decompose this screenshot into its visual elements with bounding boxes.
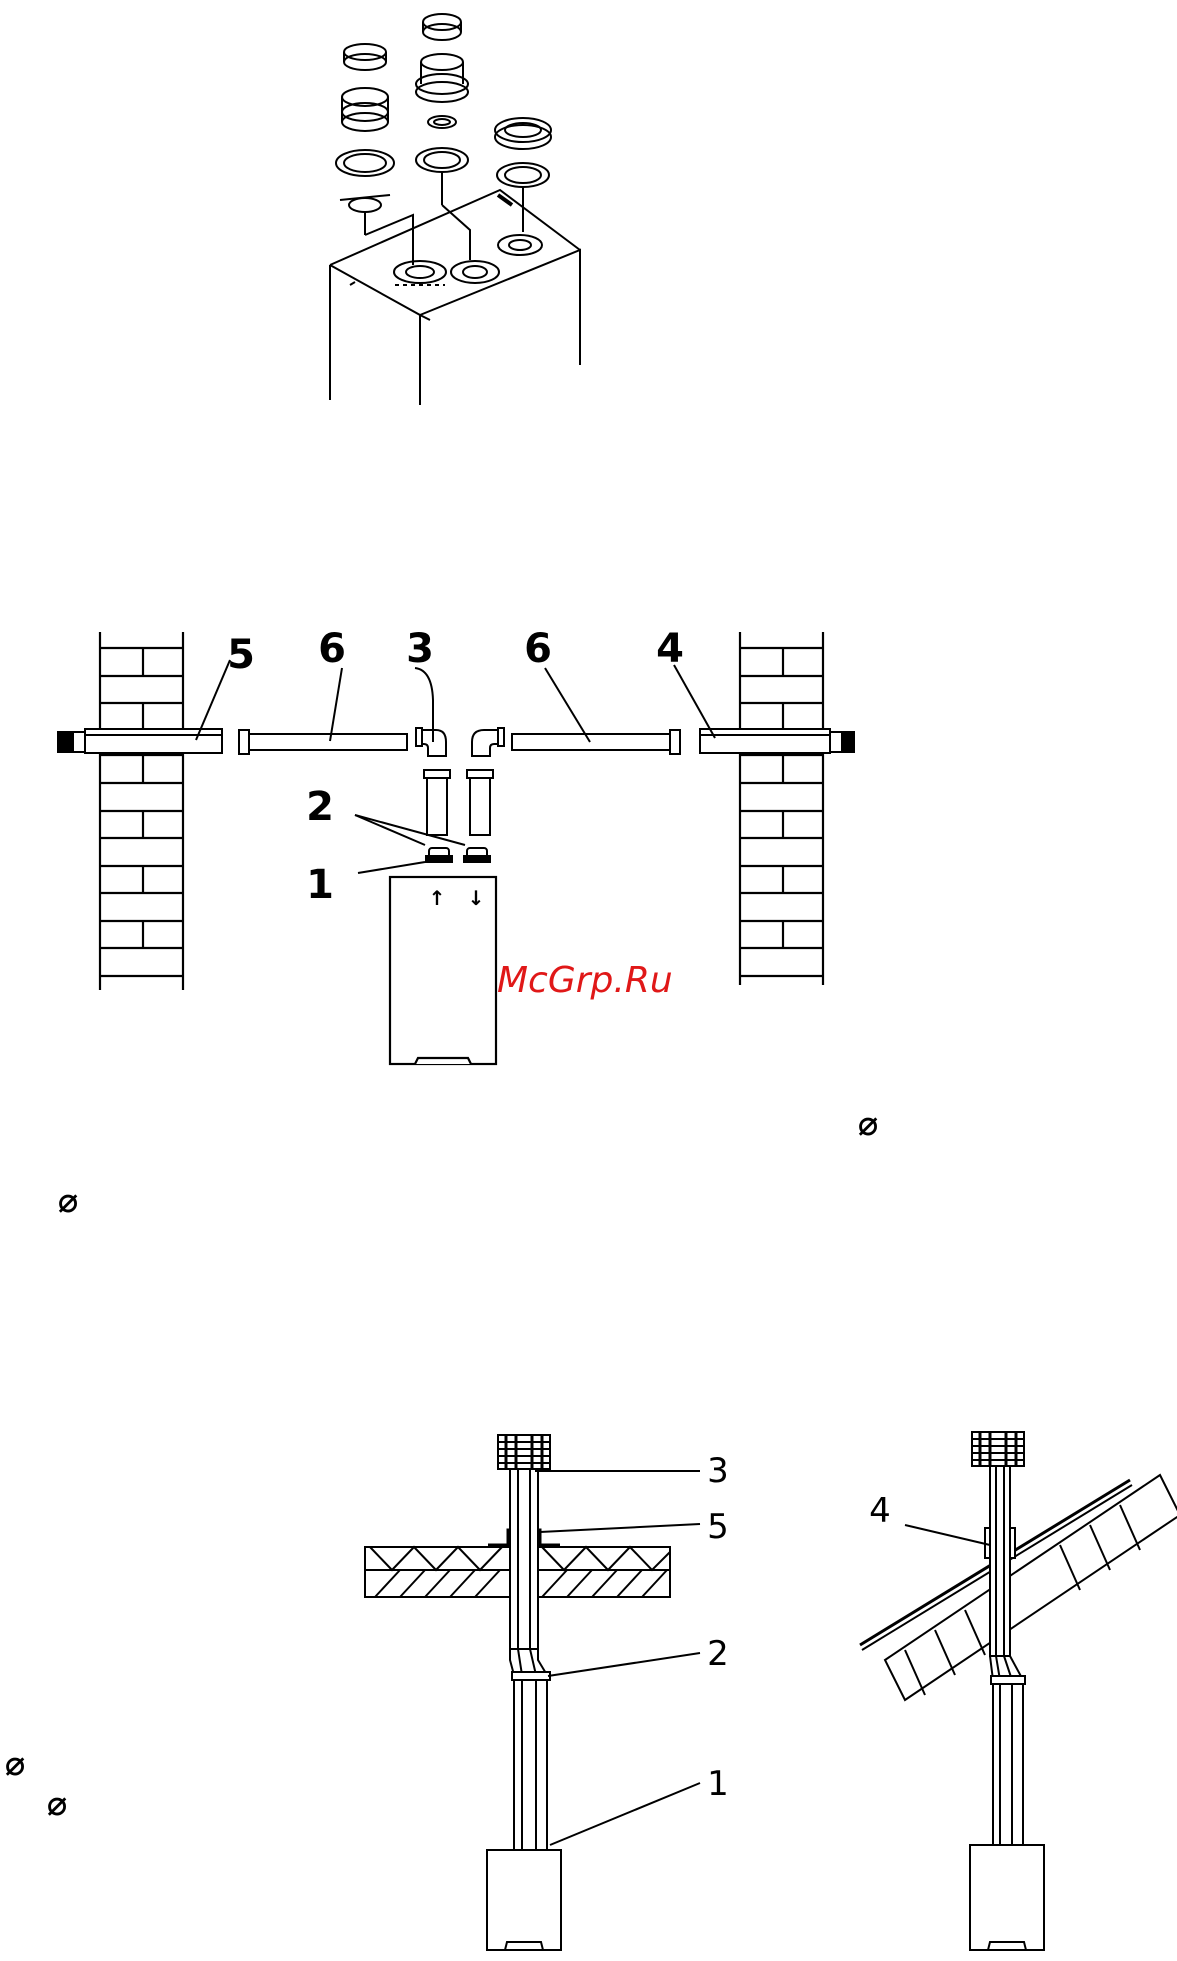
extension-pipe-left: [239, 730, 407, 754]
label-2: 2: [306, 784, 334, 830]
flow-arrow-out: ↓: [468, 886, 485, 910]
label-6-right: 6: [524, 626, 552, 672]
diameter-symbol-2: ⌀: [58, 1181, 78, 1221]
elbow-right: [472, 728, 504, 756]
wall-terminal-left: [58, 729, 222, 753]
extension-pipe-right: [512, 730, 680, 754]
figure-bottom-flat-roof: [365, 1435, 700, 1950]
figure-top-exploded-adapters: [330, 14, 580, 405]
label-4: 4: [656, 626, 684, 672]
label-5: 5: [227, 632, 255, 678]
right-brick-wall: [740, 632, 823, 985]
label-6-left: 6: [318, 626, 346, 672]
label-1: 1: [306, 862, 334, 908]
flow-arrow-in: ↑: [429, 886, 446, 910]
diameter-symbol-4: ⌀: [47, 1784, 67, 1824]
figure-bottom-pitched-roof: [860, 1432, 1177, 1950]
elbow-left: [416, 728, 446, 756]
left-brick-wall: [100, 632, 183, 990]
bottom-label-5: 5: [707, 1507, 729, 1547]
vertical-pipe-left: [424, 770, 450, 835]
watermark: McGrp.Ru: [497, 960, 673, 1001]
bottom-label-4: 4: [869, 1491, 891, 1531]
bottom-label-1: 1: [707, 1764, 729, 1804]
label-3: 3: [406, 626, 434, 672]
bottom-label-3: 3: [707, 1451, 729, 1491]
bottom-label-2: 2: [707, 1634, 729, 1674]
figure-middle-horizontal-flue: ↑ ↓ 5 6 3 6 4 2 1 McGrp.Ru: [58, 626, 854, 1064]
boiler-adapters: [426, 848, 490, 862]
diameter-symbol-1: ⌀: [858, 1104, 878, 1144]
wall-terminal-right: [700, 729, 854, 753]
leader-lines-middle: [196, 660, 715, 873]
diameter-symbol-3: ⌀: [5, 1744, 25, 1784]
vertical-pipe-right: [467, 770, 493, 835]
